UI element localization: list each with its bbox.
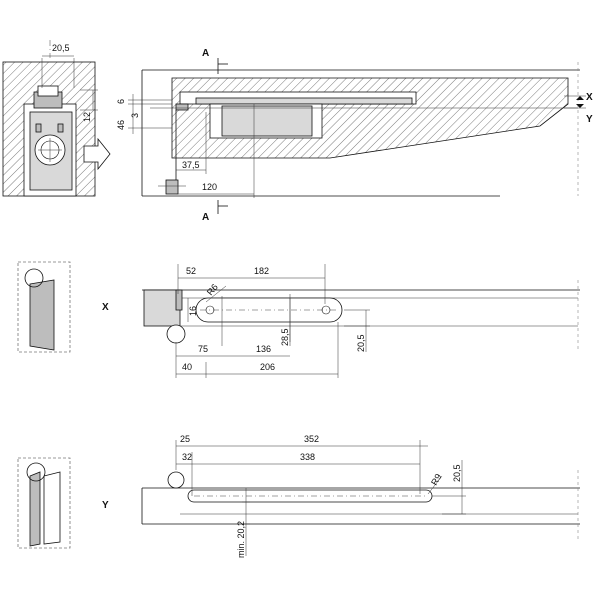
dim-32: 32 [182,452,192,462]
longitudinal-section: A A X Y 6 3 46 37,5 120 [116,48,593,223]
dim-16: 16 [188,306,198,316]
dim-46: 46 [116,120,126,130]
dim-min-20-2: min. 20,2 [236,521,246,558]
view-label-x: X [102,302,109,313]
dim-6: 6 [116,99,126,104]
dim-136: 136 [256,344,271,354]
section-mark-a-top: A [202,48,209,59]
dim-206: 206 [260,362,275,372]
dim-20-5-y: 20,5 [452,464,462,482]
view-label-y: Y [102,500,109,511]
arm-shoe [165,179,179,195]
dim-338: 338 [300,452,315,462]
door-view-x-icon [17,261,71,353]
dim-40: 40 [182,362,192,372]
cross-section-detail: 20,5 12 [2,40,98,197]
dim-20-5-x: 20,5 [356,334,366,352]
view-y: Y 25 352 32 338 R9 20,5 min. 20,2 [17,434,580,558]
dim-28-5: 28,5 [280,328,290,346]
dim-3: 3 [130,113,140,118]
closer-end [143,289,181,327]
door-view-y-icon [17,457,71,549]
dim-120: 120 [202,182,217,192]
dim-182: 182 [254,266,269,276]
dim-25: 25 [180,434,190,444]
mark-x: X [586,92,593,103]
dim-r6: R6 [205,282,220,297]
dim-r9: R9 [429,472,443,487]
dim-37-5: 37,5 [182,160,200,170]
section-mark-a-bottom: A [202,212,209,223]
view-x: X 52 182 R6 16 28,5 2 [17,261,580,378]
dim-52: 52 [186,266,196,276]
dim-75: 75 [198,344,208,354]
dim-20-5-top: 20,5 [52,43,70,53]
dim-352: 352 [304,434,319,444]
dim-12: 12 [82,112,92,122]
mark-y: Y [586,114,593,125]
view-arrow-icon [83,137,111,171]
